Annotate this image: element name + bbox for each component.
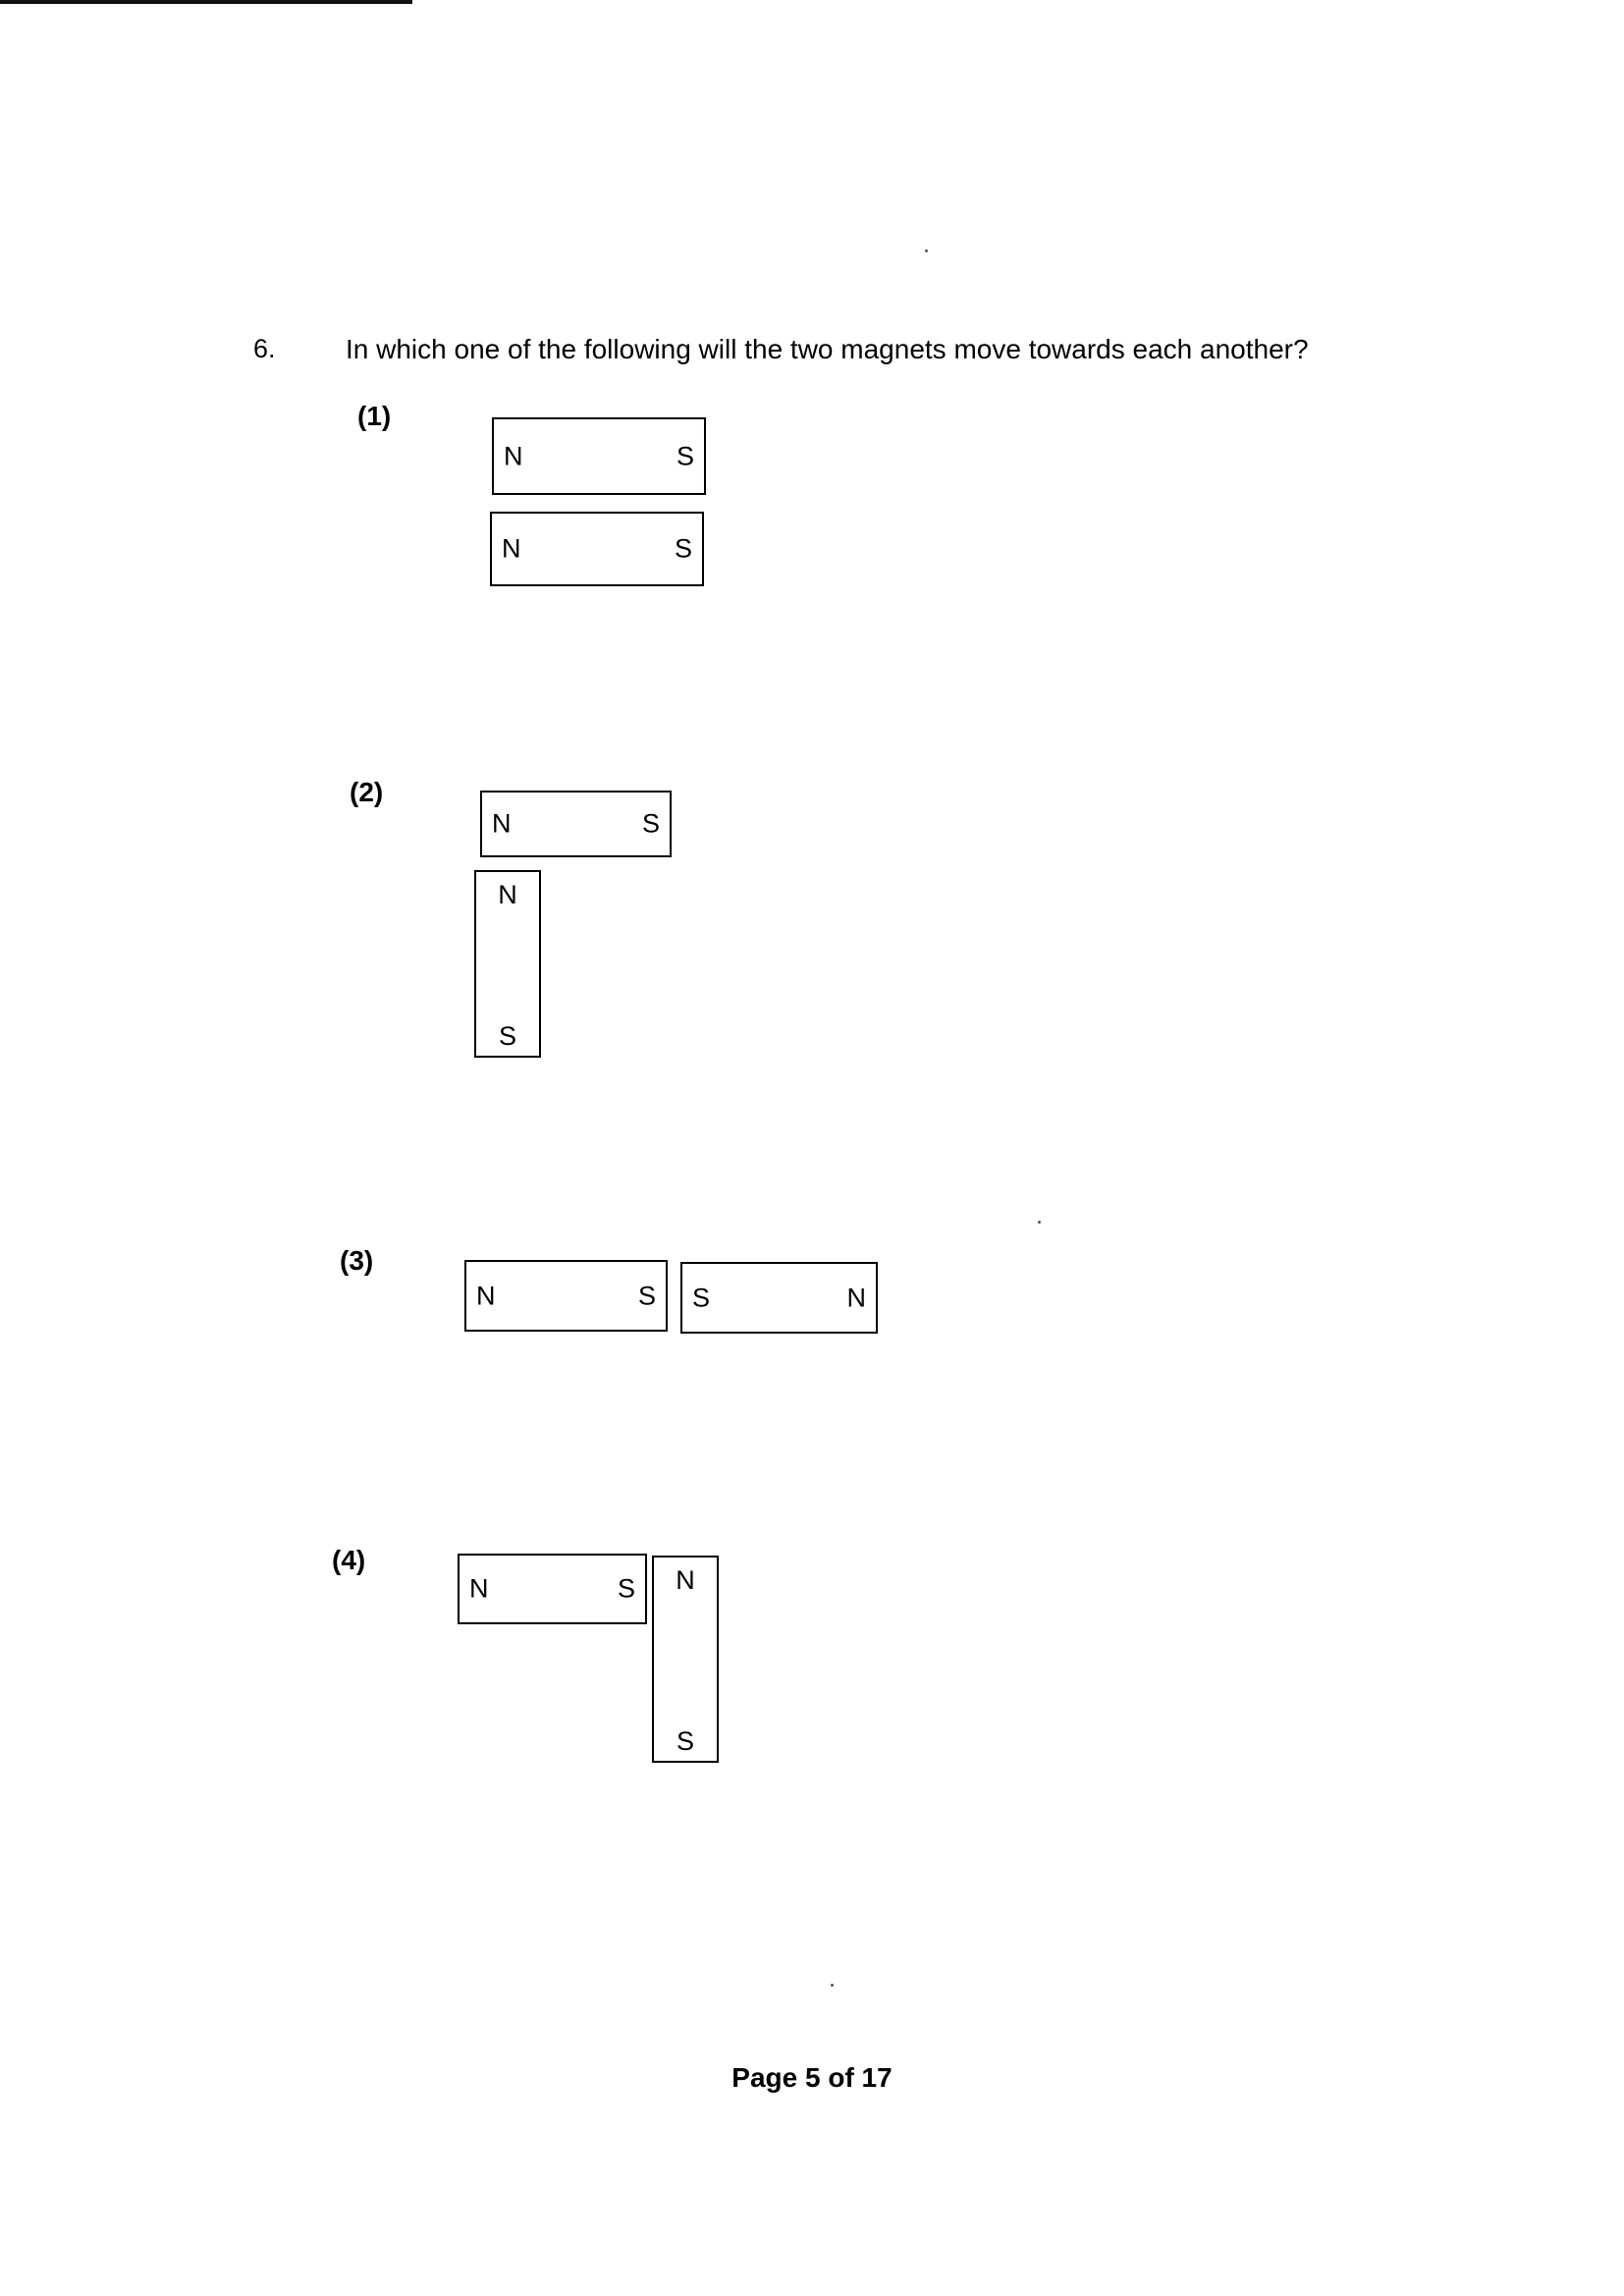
option-1-magnet-2: N S [490, 512, 704, 586]
option-3-magnet-2: S N [680, 1262, 878, 1334]
pole-label: N [476, 1281, 496, 1310]
pole-label: N [846, 1283, 867, 1312]
option-label-1: (1) [357, 401, 392, 431]
pole-label: S [676, 441, 694, 470]
pole-label: S [674, 533, 692, 564]
option-label-3: (3) [340, 1245, 374, 1276]
pole-label: S [498, 1021, 517, 1051]
pole-label: S [641, 808, 660, 839]
page-footer: Page 5 of 17 [731, 2062, 893, 2093]
pole-label: S [692, 1283, 711, 1312]
scan-speck [1038, 1221, 1041, 1224]
pole-label: N [504, 441, 523, 470]
question-text: In which one of the following will the t… [346, 334, 1309, 364]
option-4-magnet-2: N S [652, 1556, 719, 1763]
pole-label: N [502, 533, 521, 564]
scan-speck [831, 1984, 834, 1987]
option-label-2: (2) [350, 777, 384, 807]
question-number: 6. [253, 334, 276, 363]
option-4-magnet-1: N S [458, 1554, 647, 1624]
pole-label: S [637, 1281, 656, 1310]
pole-label: S [676, 1726, 695, 1756]
option-label-4: (4) [332, 1545, 366, 1575]
option-2-magnet-1: N S [480, 791, 672, 857]
pole-label: S [617, 1573, 635, 1604]
pole-label: N [492, 808, 512, 839]
pole-label: N [498, 880, 517, 909]
option-2-magnet-2: N S [474, 870, 541, 1058]
option-1-magnet-1: N S [492, 417, 706, 495]
option-3-magnet-1: N S [464, 1260, 668, 1332]
pole-label: N [676, 1565, 695, 1595]
top-rule [0, 0, 412, 4]
pole-label: N [469, 1573, 489, 1604]
scan-speck [925, 249, 928, 252]
